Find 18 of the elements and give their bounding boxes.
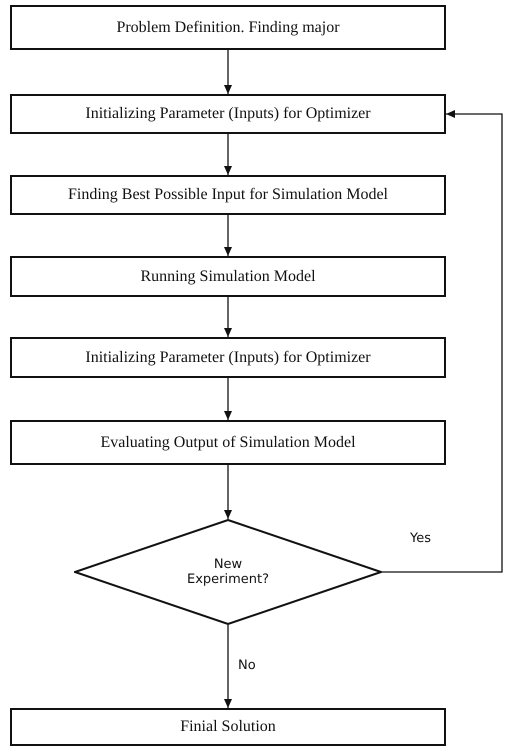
- process-box: Evaluating Output of Simulation Model: [10, 420, 446, 465]
- arrow: [224, 134, 232, 175]
- process-box: Finial Solution: [10, 708, 446, 746]
- arrow: [224, 378, 232, 420]
- arrow: [224, 465, 232, 519]
- process-box: Problem Definition. Finding major: [10, 5, 446, 50]
- arrow: [224, 50, 232, 94]
- decision-diamond: [74, 519, 382, 625]
- process-box: Finding Best Possible Input for Simulation Model: [10, 175, 446, 215]
- decision-text: New Experiment?: [186, 557, 270, 587]
- arrow: [224, 625, 232, 708]
- arrow: [382, 110, 503, 573]
- process-box: Running Simulation Model: [10, 256, 446, 297]
- process-box: Initializing Parameter (Inputs) for Optimizer: [10, 337, 446, 378]
- arrow: [224, 297, 232, 337]
- edge-label: No: [236, 658, 258, 672]
- arrow: [224, 215, 232, 256]
- process-box: Initializing Parameter (Inputs) for Optimizer: [10, 94, 446, 134]
